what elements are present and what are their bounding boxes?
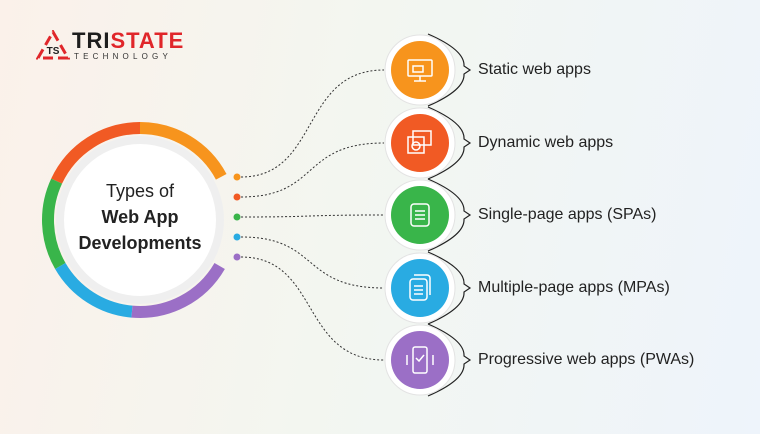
node-circle-2 [391, 114, 449, 172]
ring-segment-1 [139, 122, 227, 180]
connector-dot-5 [233, 253, 241, 261]
center-title-line2: Web App [101, 207, 179, 227]
node-circle-1 [391, 41, 449, 99]
bracket-4 [427, 251, 472, 325]
center-title-line3: Developments [78, 233, 202, 253]
node-circle-4 [391, 259, 449, 317]
connector-3 [240, 214, 385, 218]
item-label-dynamic: Dynamic web apps [478, 134, 614, 151]
connector-dot-4 [233, 233, 241, 241]
item-label-static: Static web apps [478, 61, 591, 78]
connector-4 [240, 236, 385, 289]
ring-segment-4 [55, 262, 133, 318]
single-page-icon [410, 203, 430, 227]
center-ring [42, 122, 227, 318]
item-label-spa: Single-page apps (SPAs) [478, 206, 657, 223]
connector-2 [240, 142, 385, 198]
logo-tagline: TECHNOLOGY [74, 52, 173, 61]
center-title: Types of Web App Developments [60, 178, 220, 256]
logo-triangle-icon: TS [36, 30, 70, 60]
bracket-5 [427, 323, 472, 397]
ring-segment-2 [51, 122, 141, 184]
mobile-app-icon [406, 346, 434, 374]
bracket-1 [427, 33, 472, 107]
item-label-pwa: Progressive web apps (PWAs) [478, 351, 695, 368]
connector-dot-1 [233, 173, 241, 181]
connector-5 [240, 256, 385, 361]
bracket-2 [427, 106, 472, 180]
item-nodes [384, 33, 472, 397]
browser-windows-icon [407, 130, 432, 154]
connectors [233, 69, 385, 361]
svg-text:TS: TS [47, 46, 60, 57]
connector-dot-2 [233, 193, 241, 201]
multiple-pages-icon [409, 274, 431, 301]
center-disc [64, 144, 216, 296]
ring-segment-5 [131, 262, 225, 318]
connector-1 [240, 69, 385, 178]
logo-wordmark: TRISTATE [72, 28, 185, 53]
ring-segment-3 [42, 178, 66, 269]
connector-dot-3 [233, 213, 241, 221]
bracket-3 [427, 178, 472, 252]
center-title-line1: Types of [105, 181, 175, 201]
item-label-mpa: Multiple-page apps (MPAs) [478, 279, 670, 296]
monitor-settings-icon [407, 59, 433, 82]
